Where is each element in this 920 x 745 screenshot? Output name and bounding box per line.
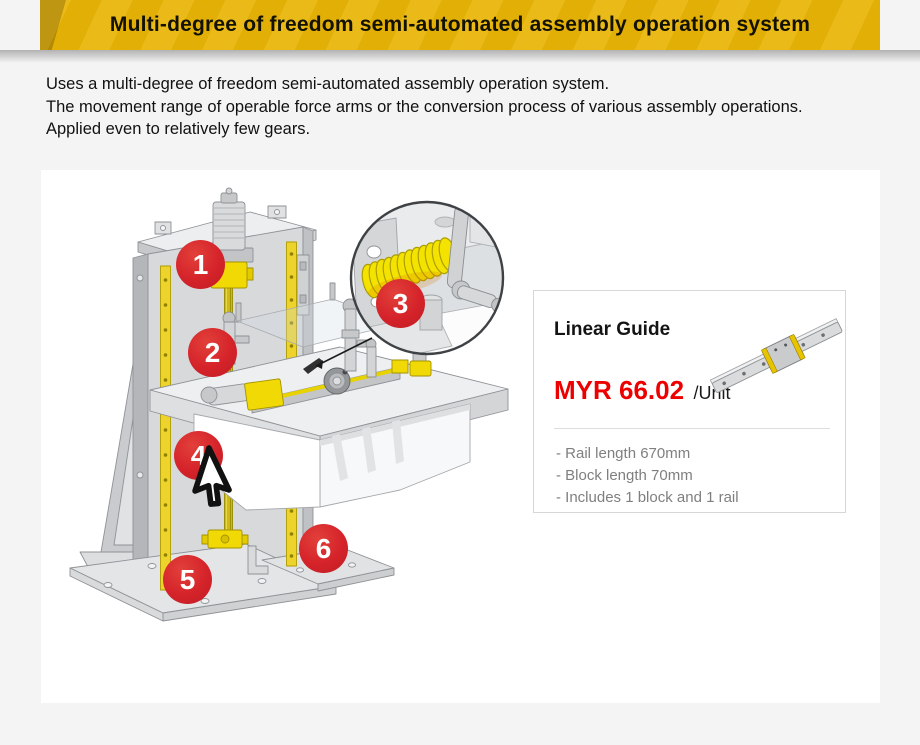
callout-badge-2: 2 bbox=[188, 328, 237, 377]
callout-badge-3: 3 bbox=[376, 279, 425, 328]
description-line: Applied even to relatively few gears. bbox=[46, 120, 311, 138]
callout-badge-1: 1 bbox=[176, 240, 225, 289]
product-title: Linear Guide bbox=[554, 319, 671, 340]
linear-guide-image bbox=[709, 318, 843, 393]
spec-line: - Block length 70mm bbox=[556, 467, 693, 484]
description-line: The movement range of operable force arm… bbox=[46, 97, 803, 116]
spec-line: - Includes 1 block and 1 rail bbox=[556, 489, 739, 506]
product-price: MYR 66.02 /Unit bbox=[554, 375, 731, 406]
description-line: Uses a multi-degree of freedom semi-auto… bbox=[46, 75, 610, 93]
card-divider bbox=[554, 428, 830, 429]
pointer-cursor-icon bbox=[192, 445, 232, 507]
spec-line: - Rail length 670mm bbox=[556, 445, 691, 462]
product-card[interactable]: Linear Guide MYR 66.02 /Unit - Rail leng… bbox=[533, 290, 846, 513]
callout-badge-5: 5 bbox=[163, 555, 212, 604]
description-text: Uses a multi-degree of freedom semi-auto… bbox=[46, 73, 803, 141]
title-banner: Multi-degree of freedom semi-automated a… bbox=[40, 0, 880, 50]
banner-shadow bbox=[0, 50, 920, 63]
callout-badge-6: 6 bbox=[299, 524, 348, 573]
page-title: Multi-degree of freedom semi-automated a… bbox=[109, 13, 811, 36]
product-specs: - Rail length 670mm - Block length 70mm … bbox=[556, 443, 739, 509]
price-amount: MYR 66.02 bbox=[554, 375, 685, 405]
